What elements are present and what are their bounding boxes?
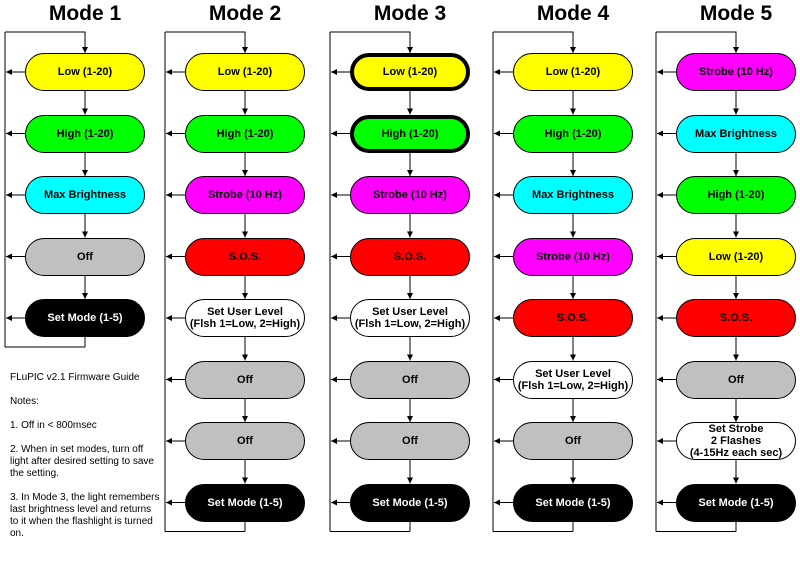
mode-step[interactable]: Low (1-20) bbox=[676, 237, 796, 276]
loop-return-top bbox=[5, 31, 88, 53]
mode-step[interactable]: S.O.S. bbox=[350, 237, 470, 276]
mode-step[interactable]: Off bbox=[350, 360, 470, 399]
mode-step[interactable]: Low (1-20) bbox=[513, 53, 633, 91]
loop-return-top bbox=[493, 31, 576, 53]
mode-step[interactable]: S.O.S. bbox=[185, 237, 305, 276]
mode-step[interactable]: S.O.S. bbox=[513, 299, 633, 337]
mode-step[interactable]: Strobe (10 Hz) bbox=[676, 53, 796, 91]
mode-title: Mode 1 bbox=[48, 2, 122, 25]
notes-panel: FLuPIC v2.1 Firmware Guide Notes: 1. Off… bbox=[10, 372, 160, 552]
mode-step[interactable]: Off bbox=[25, 237, 145, 276]
mode-step[interactable]: Set Strobe 2 Flashes (4-15Hz each sec) bbox=[676, 422, 796, 460]
mode-step[interactable]: Set User Level (Flsh 1=Low, 2=High) bbox=[513, 360, 633, 399]
mode-step[interactable]: Set Mode (1-5) bbox=[676, 483, 796, 522]
notes-heading: Notes: bbox=[10, 396, 39, 407]
mode-step[interactable]: Max Brightness bbox=[25, 176, 145, 214]
mode-step[interactable]: Max Brightness bbox=[676, 114, 796, 153]
mode-step[interactable]: High (1-20) bbox=[350, 114, 470, 153]
mode-step[interactable]: Strobe (10 Hz) bbox=[513, 237, 633, 276]
note-2: 2. When in set modes, turn off light aft… bbox=[10, 444, 154, 479]
mode-step[interactable]: S.O.S. bbox=[676, 299, 796, 337]
mode-step[interactable]: Set Mode (1-5) bbox=[513, 483, 633, 522]
mode-step[interactable]: Set Mode (1-5) bbox=[185, 483, 305, 522]
mode-step[interactable]: Low (1-20) bbox=[350, 53, 470, 91]
note-1: 1. Off in < 800msec bbox=[10, 420, 97, 431]
mode-step[interactable]: Low (1-20) bbox=[185, 53, 305, 91]
mode-step[interactable]: High (1-20) bbox=[676, 176, 796, 214]
mode-step[interactable]: Set Mode (1-5) bbox=[350, 483, 470, 522]
mode-step[interactable]: Off bbox=[185, 422, 305, 460]
mode-step[interactable]: Low (1-20) bbox=[25, 53, 145, 91]
guide-title: FLuPIC v2.1 Firmware Guide bbox=[10, 372, 140, 383]
mode-title: Mode 4 bbox=[536, 2, 610, 25]
mode-step[interactable]: Set User Level (Flsh 1=Low, 2=High) bbox=[185, 299, 305, 337]
mode-step[interactable]: Set User Level (Flsh 1=Low, 2=High) bbox=[350, 299, 470, 337]
mode-step[interactable]: Off bbox=[350, 422, 470, 460]
mode-step[interactable]: High (1-20) bbox=[185, 114, 305, 153]
mode-title: Mode 2 bbox=[208, 2, 282, 25]
mode-step[interactable]: Strobe (10 Hz) bbox=[350, 176, 470, 214]
mode-step[interactable]: Max Brightness bbox=[513, 176, 633, 214]
mode-step[interactable]: High (1-20) bbox=[25, 114, 145, 153]
mode-step[interactable]: Set Mode (1-5) bbox=[25, 299, 145, 337]
mode-step[interactable]: High (1-20) bbox=[513, 114, 633, 153]
mode-step[interactable]: Off bbox=[185, 360, 305, 399]
mode-title: Mode 3 bbox=[373, 2, 447, 25]
mode-step[interactable]: Off bbox=[513, 422, 633, 460]
mode-step[interactable]: Off bbox=[676, 360, 796, 399]
loop-return-top bbox=[330, 31, 413, 53]
mode-step[interactable]: Strobe (10 Hz) bbox=[185, 176, 305, 214]
loop-return-top bbox=[656, 31, 739, 53]
loop-return-top bbox=[165, 31, 248, 53]
mode-title: Mode 5 bbox=[699, 2, 773, 25]
note-3: 3. In Mode 3, the light remembers last b… bbox=[10, 492, 160, 539]
